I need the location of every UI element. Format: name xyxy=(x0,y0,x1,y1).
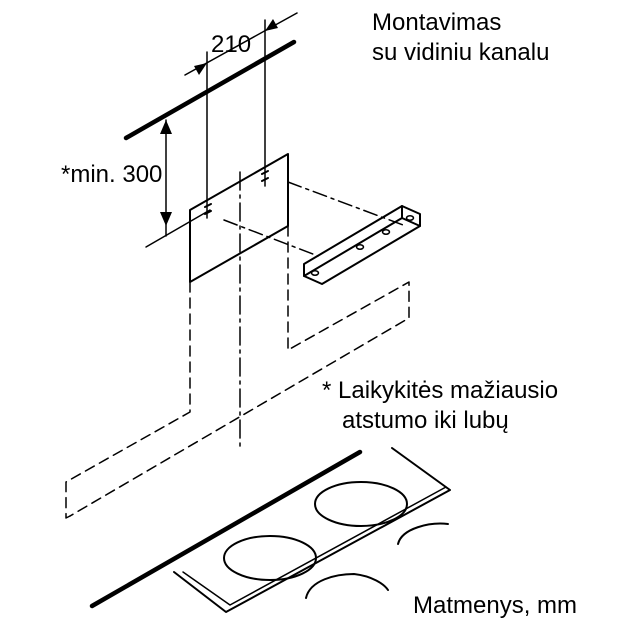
dim-width-arrow-right xyxy=(265,19,278,31)
mounting-plate xyxy=(189,153,289,283)
plate-slot-right-top xyxy=(261,170,269,175)
cooktop-outline-inner xyxy=(182,486,447,606)
projection-line-1 xyxy=(223,219,319,257)
bracket-hole-3 xyxy=(381,229,391,235)
title-line-1: Montavimas xyxy=(372,9,502,36)
dim-height-label: *min. 300 xyxy=(61,161,163,188)
dim-width-label: 210 xyxy=(211,31,252,58)
title-line-2: su vidiniu kanalu xyxy=(372,39,550,66)
ceiling-note: * Laikykitės mažiausio atstumo iki lubų xyxy=(322,376,558,436)
dim-height-extension xyxy=(145,209,211,248)
worktop-edge xyxy=(89,449,363,609)
note-line-1: * Laikykitės mažiausio xyxy=(322,377,559,404)
burner-front-left xyxy=(223,535,317,581)
bracket-hole-1 xyxy=(310,270,320,276)
plate-slot-left-top xyxy=(204,203,212,208)
cooktop-outline xyxy=(173,447,451,613)
burner-back-right xyxy=(397,522,449,545)
plate-slot-left-bottom xyxy=(204,210,212,215)
ceiling-line xyxy=(123,39,297,141)
note-line-2: atstumo iki lubų xyxy=(342,407,509,434)
bracket-edge-front xyxy=(401,217,421,227)
chimney-outline-left xyxy=(65,281,191,519)
burner-front-right xyxy=(305,573,389,599)
projection-line-2 xyxy=(287,181,404,226)
chimney-outline-right xyxy=(69,225,410,517)
bracket-edge-inner xyxy=(303,217,403,277)
title-label: Montavimas su vidiniu kanalu xyxy=(372,8,549,68)
burner-back-left xyxy=(314,481,408,527)
dim-width-arrow-left xyxy=(194,63,207,75)
plate-slot-right-bottom xyxy=(261,177,269,182)
bracket-hole-2 xyxy=(355,244,365,250)
dim-height-arrow-bottom xyxy=(160,212,172,226)
bracket-hole-4 xyxy=(405,215,415,221)
dim-height-arrow-top xyxy=(160,120,172,134)
units-label: Matmenys, mm xyxy=(413,592,578,619)
